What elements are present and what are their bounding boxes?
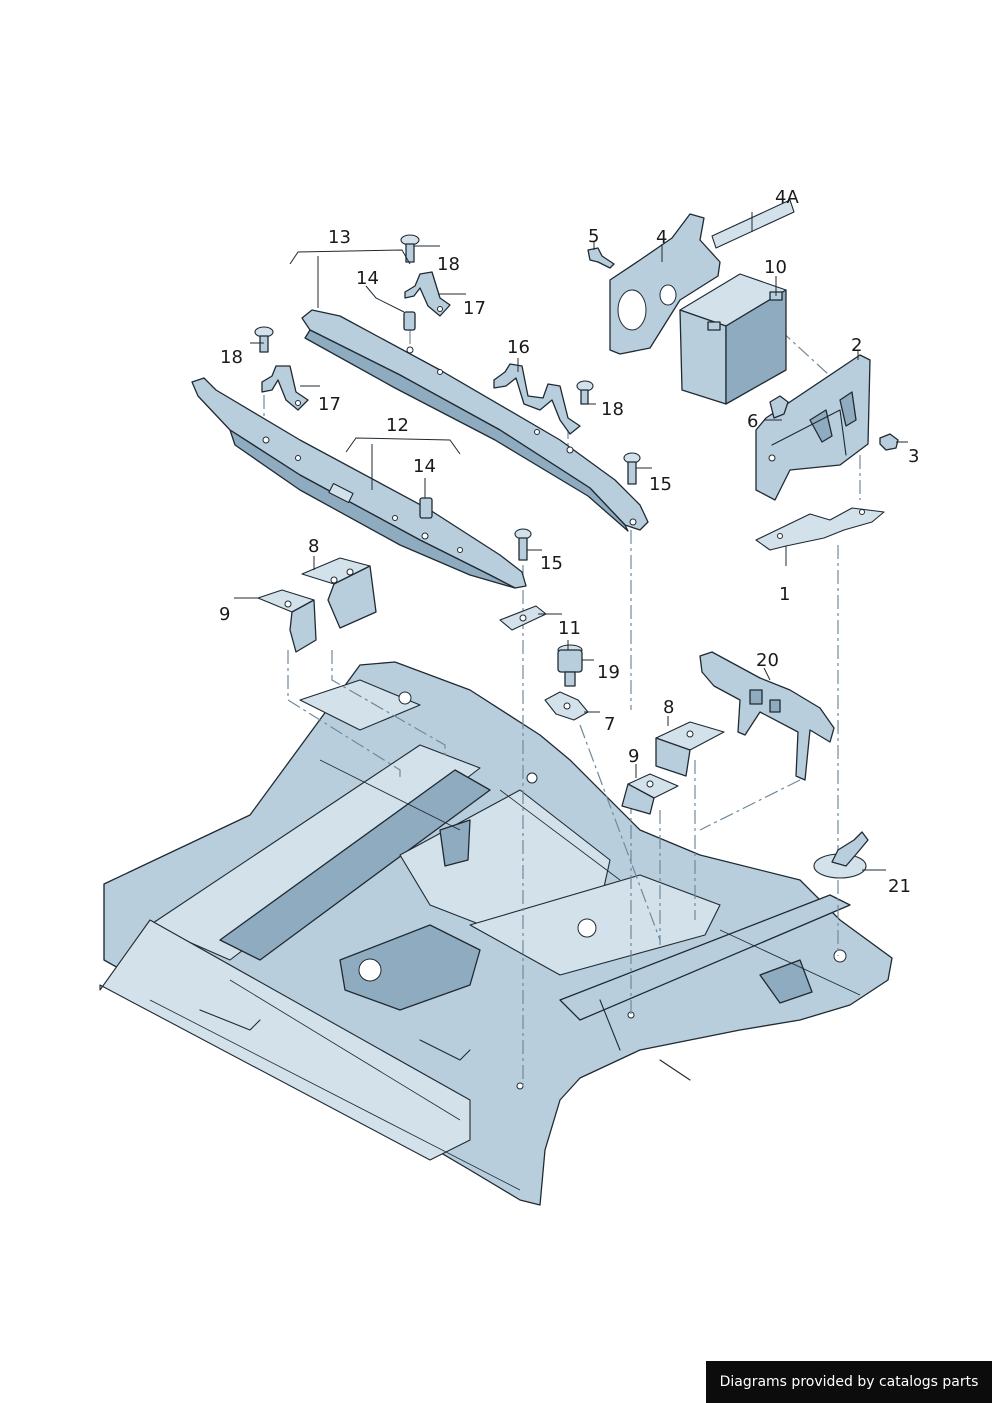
callout-8-right: 8 [663,697,674,718]
bracket-9-right [621,773,679,815]
bracket-8-right [655,721,725,777]
lower-cross-rail [191,377,527,589]
drain-plug-21 [813,831,869,879]
callout-4a: 4A [775,187,799,208]
callout-15-center: 15 [540,553,563,574]
bolt-18-left [254,326,274,353]
plate-1 [755,507,885,551]
credit-text: Diagrams provided by catalogs parts [719,1374,979,1390]
nut-3 [879,433,899,451]
battery-tray-2 [755,354,871,501]
callout-9-right: 9 [628,746,639,767]
bolt-15-right [623,452,641,485]
callout-17-lower: 17 [318,394,341,415]
bracket-17-lower [261,365,309,411]
callout-21: 21 [888,876,911,897]
mount-19 [557,644,583,687]
leader-lines [234,212,908,871]
assembly-lines [263,329,861,1086]
callout-19: 19 [597,662,620,683]
callout-11: 11 [558,618,581,639]
bolt-18-top [400,234,420,263]
washer-7 [544,691,589,721]
floor-pan [99,661,893,1206]
bolt-15-center [514,528,532,561]
callout-18-right: 18 [601,399,624,420]
callout-10: 10 [764,257,787,278]
callout-20: 20 [756,650,779,671]
nut-14-lower [419,497,433,519]
callout-16: 16 [507,337,530,358]
callout-8-left: 8 [308,536,319,557]
battery-bracket-4 [609,213,721,355]
callout-1: 1 [779,584,790,605]
callout-2: 2 [851,335,862,356]
callout-14-upper: 14 [356,268,379,289]
callout-18-top: 18 [437,254,460,275]
bracket-17-upper [404,271,451,317]
bracket-20 [699,651,835,781]
bolt-5 [587,247,615,269]
callout-13: 13 [328,227,351,248]
bracket-9-left [257,589,317,653]
bracket-16 [493,363,581,435]
callout-labels: 1 2 3 4 4A 5 6 7 8 8 9 9 10 11 12 13 14 … [219,187,919,897]
bolt-18-right [576,380,594,405]
callout-18-left: 18 [220,347,243,368]
callout-4: 4 [656,227,667,248]
callout-9-left: 9 [219,604,230,625]
upper-cross-rail [301,309,649,532]
callout-12: 12 [386,415,409,436]
callout-17-upper: 17 [463,298,486,319]
clip-6 [769,395,789,419]
strip-4a [711,199,795,249]
callout-14-lower: 14 [413,456,436,477]
callout-7: 7 [604,714,615,735]
callout-5: 5 [588,226,599,247]
bracket-8-left [301,557,377,629]
callout-6: 6 [747,411,758,432]
nut-14-upper [403,311,416,331]
callout-3: 3 [908,446,919,467]
callout-15-right: 15 [649,474,672,495]
diagram-credit-banner: Diagrams provided by catalogs parts [706,1361,992,1403]
battery-10 [679,273,787,405]
